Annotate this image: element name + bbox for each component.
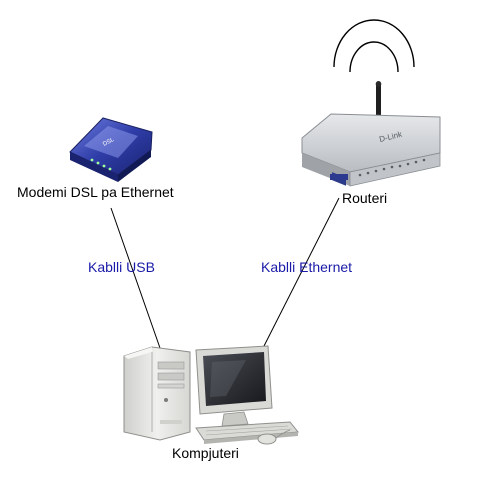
- modem-label: Modemi DSL pa Ethernet: [17, 184, 174, 200]
- computer-tower-icon: [123, 346, 191, 441]
- router-label: Routeri: [342, 190, 388, 206]
- computer-mouse-icon: [257, 429, 291, 445]
- router-icon: D-Link: [301, 81, 441, 187]
- computer-monitor-icon: [195, 345, 273, 427]
- usb-cable-label: Kablli USB: [88, 259, 155, 275]
- ethernet-cable-label: Kablli Ethernet: [261, 259, 353, 275]
- dsl-modem-icon: DSL: [69, 117, 153, 182]
- wireless-signal-icon: [333, 19, 415, 73]
- computer-keyboard-icon: [195, 421, 299, 444]
- computer-label: Kompjuteri: [172, 445, 239, 461]
- router-badge: [330, 174, 348, 180]
- modem-brand-text: DSL: [102, 137, 116, 148]
- usb-cable-line: [110, 207, 161, 349]
- ethernet-cable-line: [262, 197, 340, 349]
